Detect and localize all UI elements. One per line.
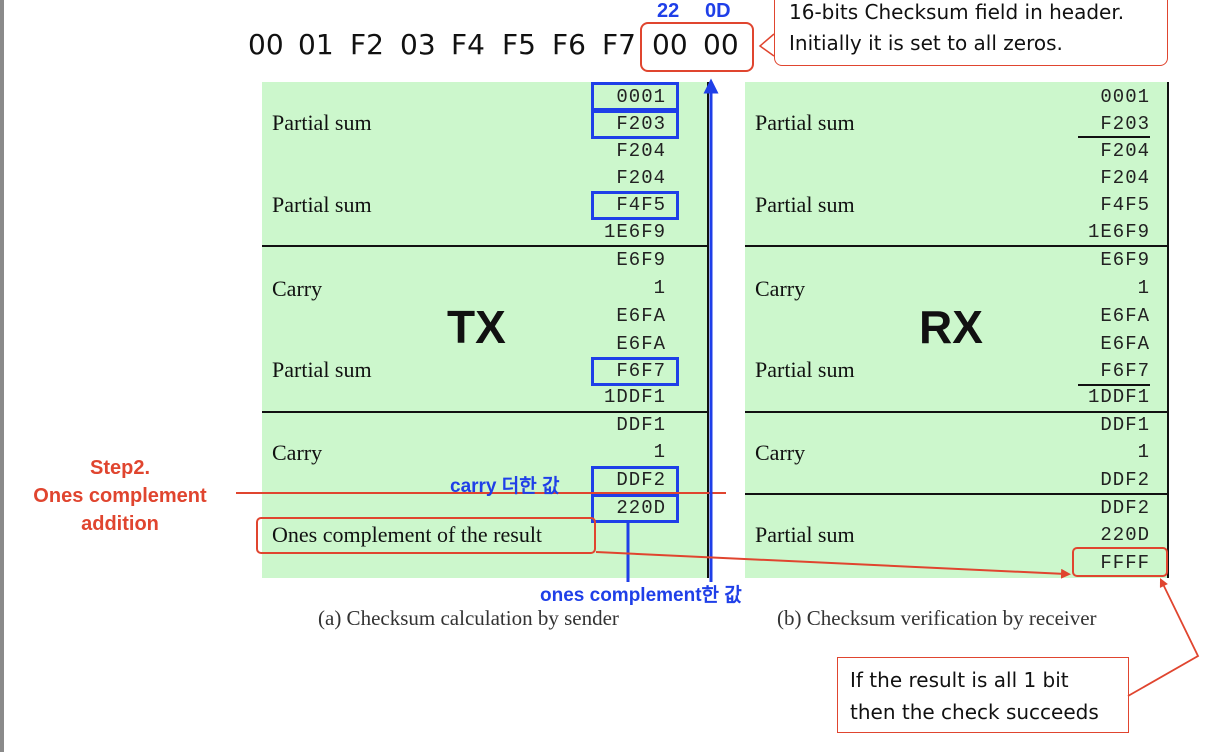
rx-value: 220D [1100,524,1150,546]
tx-value: F6F7 [616,360,666,382]
header-byte: 03 [400,28,436,61]
row-label: Carry [272,440,323,465]
checksum-value-low: 0D [705,0,731,22]
tx-title: TX [447,301,506,353]
rx-value: F4F5 [1100,194,1150,216]
tx-caption: (a) Checksum calculation by sender [318,606,619,630]
rx-value: 0001 [1100,86,1150,108]
byte-highlight [591,357,679,386]
header-byte: F7 [602,28,636,61]
tx-value: F204 [616,140,666,162]
step-line: addition [81,513,159,535]
step2-pointer-line [236,492,726,494]
step-line: Step2. [89,457,151,479]
header-byte: F5 [502,28,536,61]
divider [707,82,709,578]
tx-value: F204 [616,167,666,189]
header-byte: F2 [350,28,384,61]
tx-value: 1E6F9 [603,221,666,243]
rx-value: F204 [1100,167,1150,189]
rx-value: F203 [1100,113,1150,135]
rx-value: E6FA [1100,305,1150,327]
divider [745,411,1167,413]
note-line: then the check succeeds [850,700,1099,724]
checksum-field-callout: 16-bits Checksum field in header. Initia… [774,0,1168,66]
tx-value: 0001 [616,86,666,108]
header-byte: F6 [552,28,586,61]
sum-underline [1078,136,1150,138]
carry-added-label: carry 더한 값 [450,476,560,497]
rx-value: DDF2 [1100,497,1150,519]
tx-value: F4F5 [616,194,666,216]
rx-caption: (b) Checksum verification by receiver [777,606,1097,630]
result-note: If the result is all 1 bit then the chec… [837,657,1129,733]
rx-value: FFFF [1100,552,1150,574]
checksum-byte: 00 [652,28,688,61]
tx-value: DDF1 [616,414,666,436]
checksum-value-high: 22 [657,0,680,22]
row-label: Carry [272,276,323,301]
divider [1167,82,1169,578]
row-label: Partial sum [272,192,372,217]
ones-complement-value-label: ones complement한 값 [540,585,742,606]
tx-value: 1DDF1 [603,386,666,408]
window-edge [0,0,4,752]
checksum-byte: 00 [703,28,739,61]
divider [745,245,1167,247]
row-label: Partial sum [272,110,372,135]
rx-value: DDF1 [1100,414,1150,436]
callout-line: Initially it is set to all zeros. [789,31,1063,55]
rx-value: 1E6F9 [1087,221,1150,243]
tx-value: E6FA [616,333,666,355]
row-label: Carry [755,440,806,465]
rx-value: E6FA [1100,333,1150,355]
rx-value: 1 [1137,441,1150,463]
arrow-to-ffff [595,551,1071,579]
tx-value: 1 [653,441,666,463]
row-label: Partial sum [272,357,372,382]
rx-panel [745,82,1167,578]
tx-value: 1 [653,277,666,299]
row-label: Partial sum [755,522,855,547]
callout-line: 16-bits Checksum field in header. [789,0,1125,24]
tx-value: DDF2 [616,469,666,491]
complement-highlight [591,494,679,523]
step2-annotation: Step2. Ones complement addition [8,454,232,538]
header-byte: 00 [248,28,284,61]
sum-underline [1078,384,1150,386]
step-line: Ones complement [33,485,207,507]
row-label: Partial sum [755,357,855,382]
tx-value: E6F9 [616,249,666,271]
arrow-note-to-result [1127,577,1200,697]
byte-highlight [591,191,679,220]
divider [262,245,707,247]
checksum-field-highlight [640,22,754,72]
header-byte: 01 [298,28,334,61]
rx-value: E6F9 [1100,249,1150,271]
rx-value: F6F7 [1100,360,1150,382]
tx-value: F203 [616,113,666,135]
row-label: Ones complement of the result [272,522,543,547]
callout-pointer [758,33,775,57]
rx-value: 1DDF1 [1087,386,1150,408]
rx-value: 1 [1137,277,1150,299]
byte-highlight [591,82,679,111]
row-label: Partial sum [755,192,855,217]
ffff-result-highlight [1072,547,1168,577]
byte-highlight [591,110,679,139]
row-label: Carry [755,276,806,301]
header-byte: F4 [451,28,485,61]
rx-value: DDF2 [1100,469,1150,491]
row-label: Partial sum [755,110,855,135]
rx-title: RX [919,301,983,353]
ones-complement-label-highlight [256,517,596,554]
rx-value: F204 [1100,140,1150,162]
tx-value: E6FA [616,305,666,327]
note-line: If the result is all 1 bit [850,668,1069,692]
divider [262,411,707,413]
divider [745,493,1167,495]
tx-value: 220D [616,497,666,519]
